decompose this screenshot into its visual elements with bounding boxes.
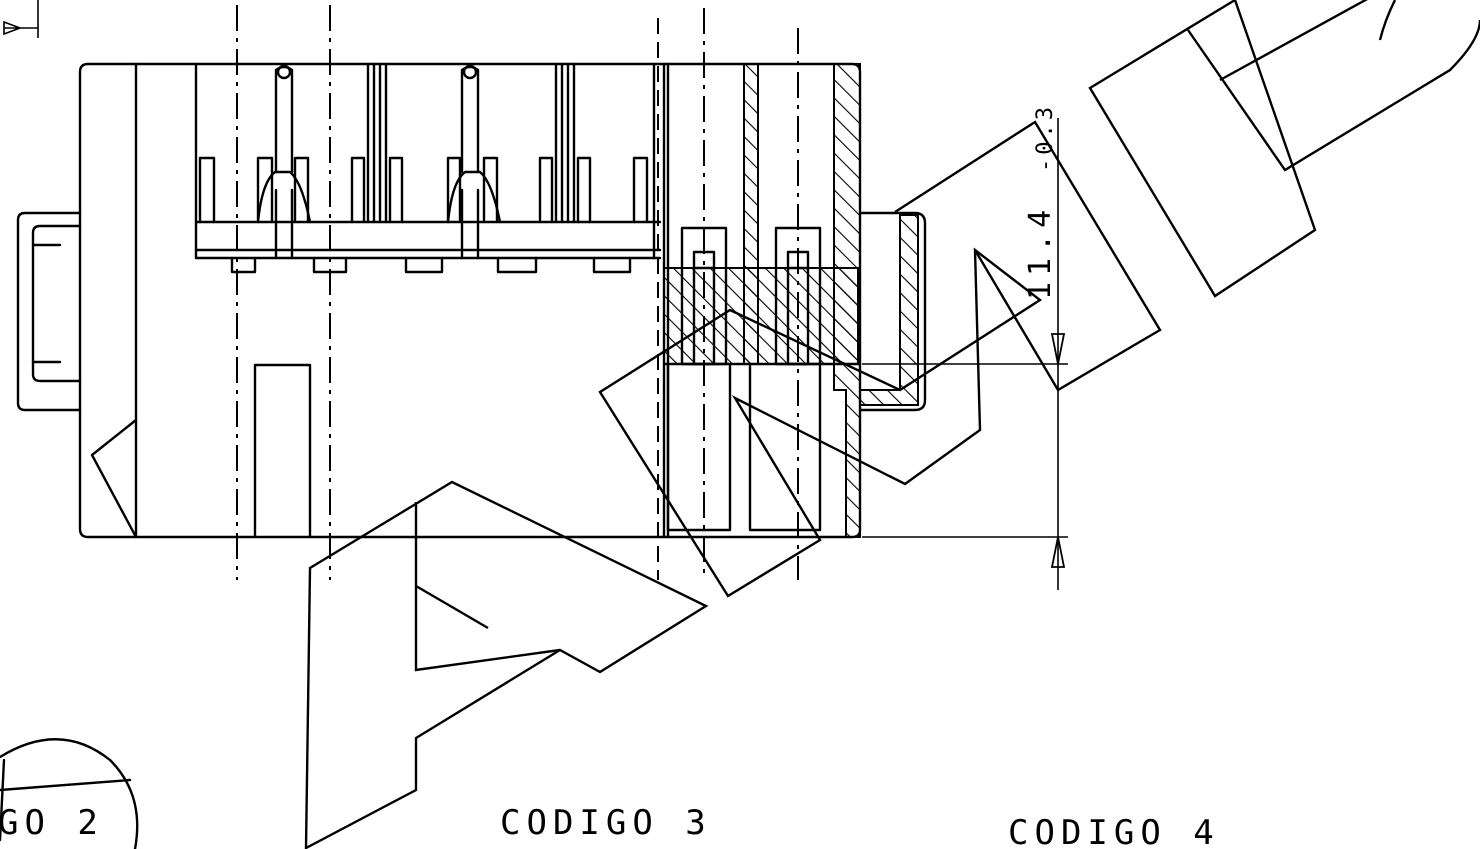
height-dimension: 11.4 -0.3 (862, 103, 1068, 590)
detail-circle (0, 738, 139, 849)
section-marker-arrow (3, 0, 39, 38)
codigo-4-label: CODIGO 4 (1008, 813, 1220, 849)
lower-post (253, 363, 312, 539)
codigo-2-label: GO 2 (0, 803, 104, 843)
codigo-3-label: CODIGO 3 (500, 803, 712, 843)
dimension-value: 11.4 (1023, 204, 1058, 300)
hatched-section (662, 62, 919, 539)
amp-watermark-logo (304, 0, 1480, 849)
contact-comb (194, 62, 662, 274)
